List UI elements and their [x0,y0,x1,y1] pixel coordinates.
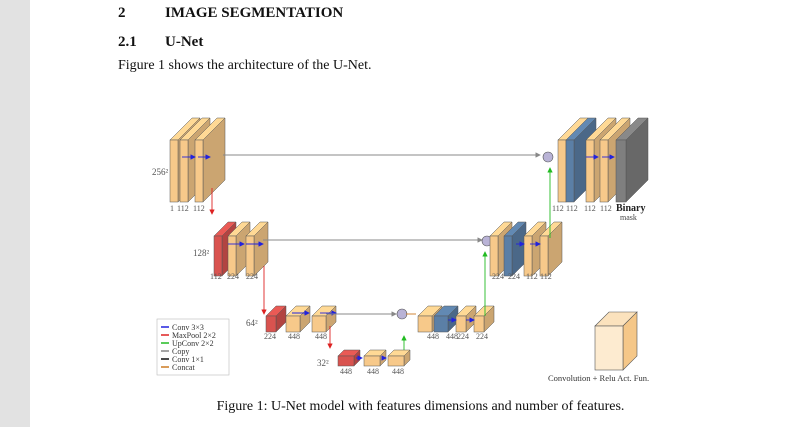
cube-caption: Convolution + Relu Act. Fun. [548,373,649,383]
enc2-label-1: 224 [227,272,239,281]
enc2-slab-2-front [245,235,255,277]
convolution-cube-key: Convolution + Relu Act. Fun. [548,311,649,383]
dec2-slab-3-front [539,235,549,277]
bottom-label-1: 448 [367,367,379,376]
legend-label-upconv: UpConv 2×2 [172,339,214,348]
enc1-label-2: 112 [193,204,205,213]
bottom-slab-1-front [363,355,381,367]
dec2-skip-slab-front [503,235,513,277]
legend-label-concat: Concat [172,363,195,372]
enc2-label-0: 112 [210,272,222,281]
enc3-label-2: 448 [315,332,327,341]
dec1-label-3: 112 [600,204,612,213]
subsection-number: 2.1 [118,34,137,50]
document-page: 2 IMAGE SEGMENTATION 2.1 U-Net Figure 1 sh… [30,0,811,427]
unet-figure: 256² 128² 64² 32² 1 112 112 112 224 224 … [152,117,649,383]
enc2-slab-1-front [227,235,237,277]
dec3-label-1: 448 [446,332,458,341]
dec3-label-0: 448 [427,332,439,341]
subsection-heading: 2.1 U-Net [118,34,203,51]
section-heading: 2 IMAGE SEGMENTATION [118,5,343,22]
section-number: 2 [118,5,126,21]
enc1-label-1: 112 [177,204,189,213]
architecture-diagram [169,117,649,367]
enc1-label-0: 1 [170,204,174,213]
legend-label-conv1: Conv 1×1 [172,355,204,364]
bottom-label-2: 448 [392,367,404,376]
enc3-label-1: 448 [288,332,300,341]
subsection-title: U-Net [165,34,204,50]
legend: Conv 3×3 MaxPool 2×2 UpConv 2×2 Copy Con… [156,318,230,376]
resolution-label-256: 256² [152,167,169,177]
bottom-slab-2-front [387,355,405,367]
dec3-label-3: 224 [476,332,488,341]
dec3-skip-slab-front [433,315,449,333]
body-paragraph: Figure 1 shows the architecture of the U… [118,58,372,73]
output-label-mask: mask [620,213,637,222]
enc2-label-2: 224 [246,272,258,281]
resolution-label-64: 64² [246,318,258,328]
legend-label-conv3: Conv 3×3 [172,323,204,332]
enc3-label-0: 224 [264,332,276,341]
dec2-label-1: 224 [508,272,520,281]
enc3-pool-slab-front [265,315,277,333]
concat-node-3 [396,308,408,320]
enc2-pool-slab-front [213,235,223,277]
legend-label-copy: Copy [172,347,189,356]
figure-caption: Figure 1: U-Net model with features dime… [216,399,625,414]
dec3-slab-1-front [417,315,433,333]
dec2-slab-1-front [489,235,499,277]
legend-label-maxpool: MaxPool 2×2 [172,331,216,340]
cube-front-face [594,325,624,371]
output-slab-front [615,139,627,203]
dec1-label-2: 112 [584,204,596,213]
enc3-slab-1-front [285,315,301,333]
dec2-label-2: 112 [526,272,538,281]
output-label: Binary [616,203,645,214]
dec3-slab-2-front [455,315,467,333]
dec3-label-2: 224 [457,332,469,341]
enc1-slab-1-front [169,139,179,203]
dec1-label-0: 112 [552,204,564,213]
dec2-label-3: 112 [540,272,552,281]
dec3-slab-3-front [473,315,485,333]
dec1-label-1: 112 [566,204,578,213]
resolution-label-128: 128² [193,248,210,258]
dec1-slab-3-front [599,139,609,203]
resolution-label-32: 32² [317,358,329,368]
dec2-slab-2-front [523,235,533,277]
enc1-slab-3-front [194,139,204,203]
dec1-skip-slab-front [565,139,575,203]
page-gutter [0,0,30,427]
section-title: IMAGE SEGMENTATION [165,5,344,21]
legend-items [161,326,169,368]
enc1-slab-2-front [179,139,189,203]
bottom-label-0: 448 [340,367,352,376]
dec1-slab-2-front [585,139,595,203]
bottom-pool-slab-front [337,355,355,367]
dec2-label-0: 224 [492,272,504,281]
enc3-slab-2-front [311,315,327,333]
dec1-slab-1-front [557,139,567,203]
concat-node-1 [542,151,554,163]
legend-box [156,318,230,376]
